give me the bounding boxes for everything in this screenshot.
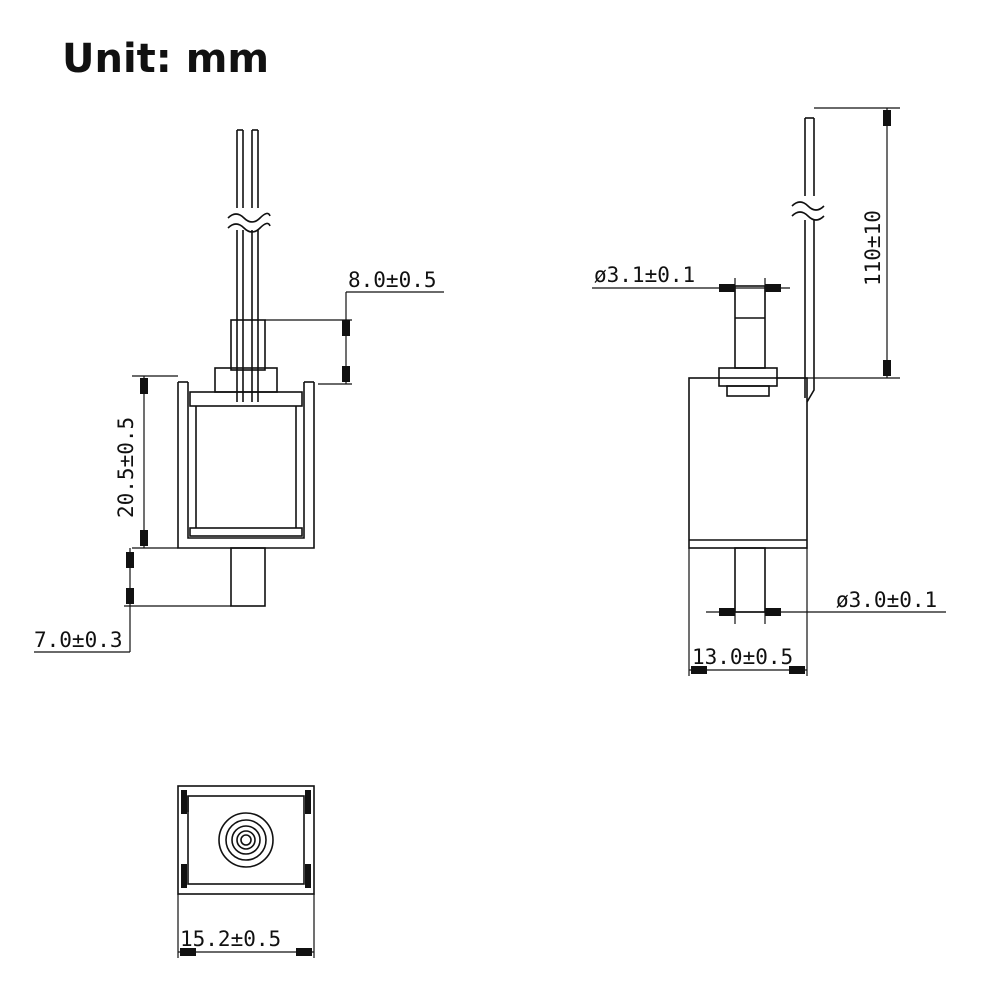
dim-body-width — [177, 894, 315, 958]
side-view — [592, 107, 946, 676]
side-top-plunger — [734, 285, 766, 369]
dim-bottom-shaft-diameter — [706, 600, 946, 624]
front-view — [34, 129, 444, 653]
side-body — [688, 377, 808, 549]
side-bottom-shaft — [734, 547, 766, 613]
label-bottom-shaft-diameter: ø3.0±0.1 — [836, 588, 937, 612]
dim-lead-length — [776, 107, 900, 379]
plunger-end-circles — [218, 812, 274, 868]
top-body — [177, 785, 315, 895]
side-lead-wire — [790, 117, 830, 403]
bottom-shaft — [230, 547, 266, 607]
lead-wires — [226, 129, 271, 402]
label-shaft-extension: 7.0±0.3 — [34, 628, 123, 652]
unit-title: Unit: mm — [62, 36, 270, 82]
label-body-width: 15.2±0.5 — [180, 927, 281, 951]
label-body-depth: 13.0±0.5 — [692, 645, 793, 669]
top-view — [177, 785, 315, 958]
dim-plunger-extension — [265, 291, 444, 385]
dim-top-shaft-diameter — [592, 278, 790, 300]
dim-body-height — [132, 375, 178, 549]
dim-shaft-extension — [34, 548, 231, 653]
top-plunger — [230, 319, 266, 371]
solenoid-frame — [177, 367, 315, 549]
label-plunger-extension: 8.0±0.5 — [348, 268, 437, 292]
label-body-height: 20.5±0.5 — [114, 417, 138, 518]
label-lead-length: 110±10 — [861, 210, 885, 286]
dim-body-depth — [688, 548, 808, 676]
label-top-shaft-diameter: ø3.1±0.1 — [594, 263, 695, 287]
